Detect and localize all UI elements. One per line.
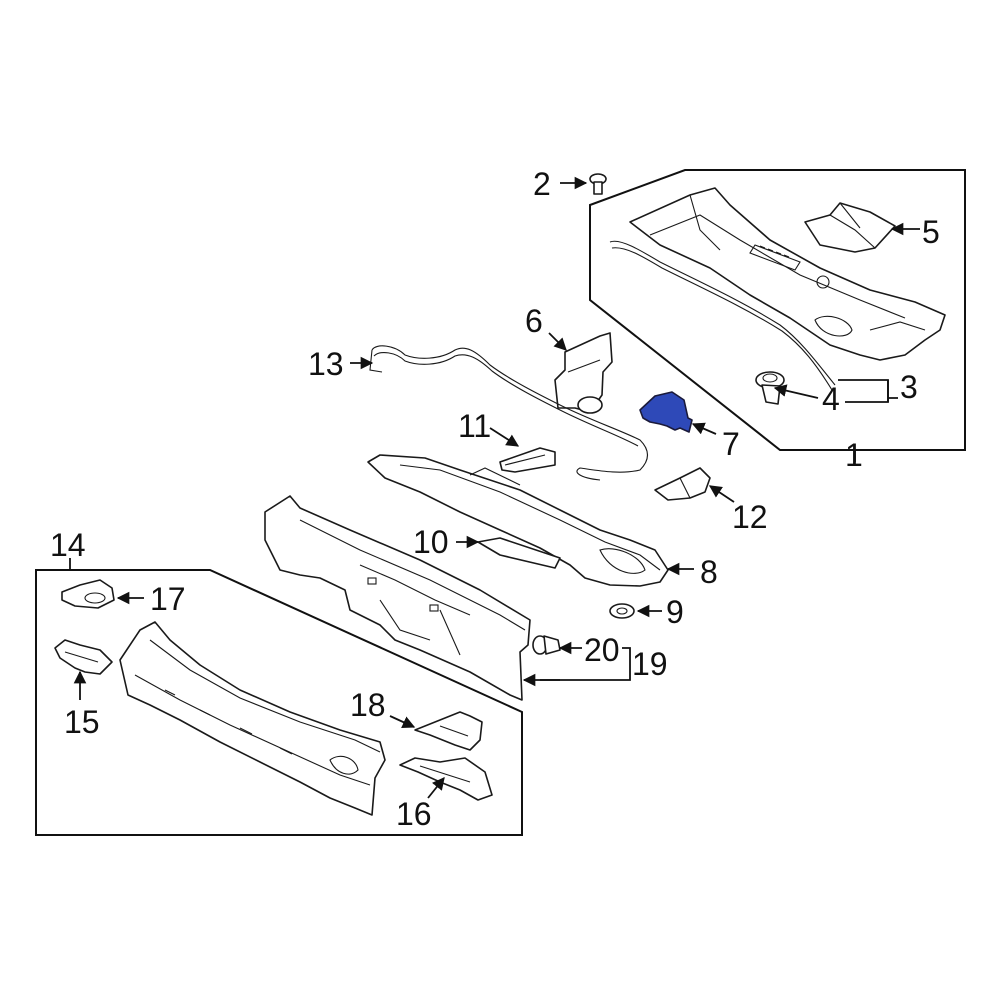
leader-7 xyxy=(691,422,717,435)
bracket-part-5 xyxy=(804,202,896,253)
bracket-part-15 xyxy=(54,639,113,675)
group-box-1 xyxy=(589,169,966,451)
leader-12 xyxy=(708,485,735,503)
callout-18: 18 xyxy=(350,687,386,723)
callout-1: 1 xyxy=(845,437,863,473)
group-box-14 xyxy=(35,569,523,836)
washer-hose-part-13-inner xyxy=(373,352,639,447)
washer-hose-part-13 xyxy=(371,345,649,481)
leader-3-bracket xyxy=(838,379,898,403)
cowl-top-panel xyxy=(629,187,946,361)
leader-16 xyxy=(427,777,445,799)
callout-7: 7 xyxy=(722,426,740,462)
inner-panel-part-8 xyxy=(367,454,669,587)
leader-18 xyxy=(389,715,416,729)
clip-part-20 xyxy=(532,635,561,655)
leader-4 xyxy=(773,384,819,399)
callout-2: 2 xyxy=(533,166,551,202)
callout-9: 9 xyxy=(666,594,684,630)
callout-17: 17 xyxy=(150,581,186,617)
bracket-part-16 xyxy=(399,757,493,801)
leader-6 xyxy=(548,332,567,351)
callout-12: 12 xyxy=(732,499,768,535)
insulator-strip-part-10 xyxy=(477,537,561,569)
bracket-part-17 xyxy=(61,579,115,609)
push-clip-part-4 xyxy=(755,371,785,405)
washer-part-9 xyxy=(609,603,635,619)
callout-14: 14 xyxy=(50,527,86,563)
bracket-part-18 xyxy=(414,711,483,751)
callout-20: 20 xyxy=(584,632,620,668)
dash-panel-part-19 xyxy=(264,495,531,701)
bracket-part-11 xyxy=(499,447,556,473)
cowl-seal-strip-inner xyxy=(611,247,833,391)
cowl-seal-strip xyxy=(609,240,836,386)
callout-15: 15 xyxy=(64,704,100,740)
callout-5: 5 xyxy=(922,214,940,250)
callout-19: 19 xyxy=(632,646,668,682)
highlighted-bracket-part-7 xyxy=(639,391,693,433)
callout-16: 16 xyxy=(396,796,432,832)
callout-4: 4 xyxy=(822,381,840,417)
callout-11: 11 xyxy=(458,408,491,444)
callout-6: 6 xyxy=(525,303,543,339)
callout-8: 8 xyxy=(700,554,718,590)
bracket-part-12 xyxy=(654,467,711,501)
leader-19-bracket xyxy=(540,647,631,681)
callout-13: 13 xyxy=(308,346,344,382)
callout-3: 3 xyxy=(900,369,918,405)
callout-10: 10 xyxy=(413,524,449,560)
leader-11 xyxy=(489,427,520,447)
lower-cowl-panel-part-14 xyxy=(119,621,386,816)
screw-part-2 xyxy=(589,173,607,195)
motor-cover-part-6 xyxy=(554,332,613,414)
